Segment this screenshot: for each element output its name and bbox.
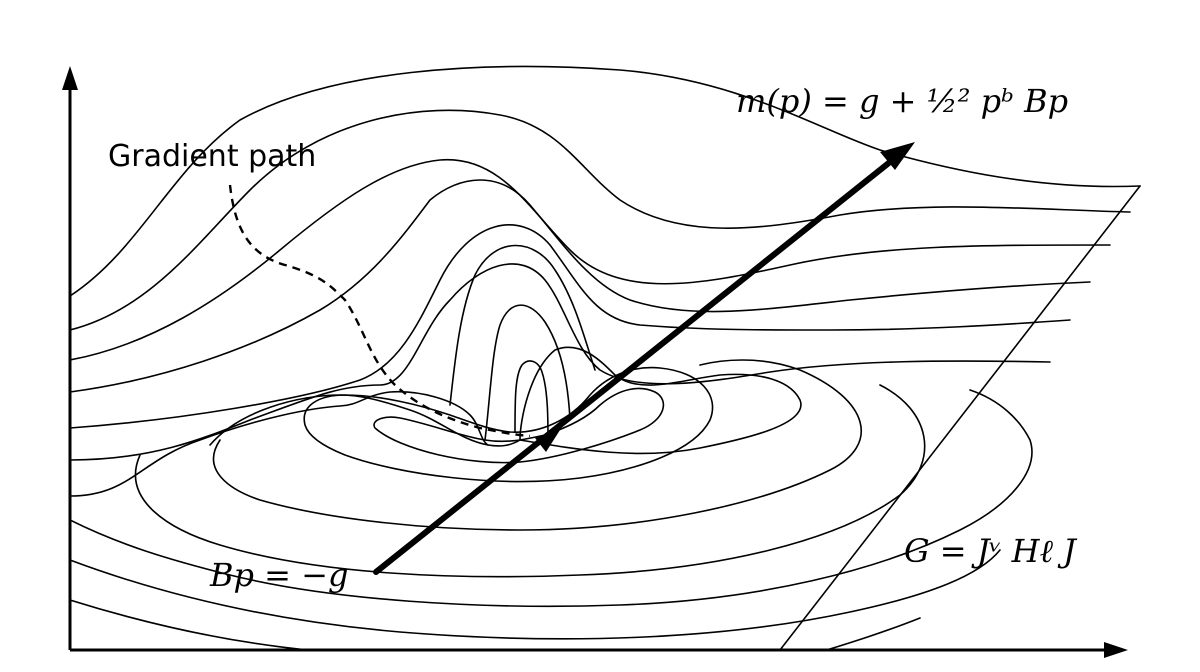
- contour-line-1: [70, 65, 1141, 297]
- contour-line-9: [209, 394, 521, 447]
- contour-line-14: [70, 599, 331, 650]
- contour-line-10: [212, 359, 863, 531]
- x-axis-arrowhead: [1104, 642, 1128, 658]
- peak-loop-outer: [449, 244, 596, 406]
- contour-line-8: [519, 346, 802, 455]
- contour-line-5: [70, 224, 1071, 429]
- contour-line-3: [70, 159, 1111, 361]
- gradient-path-label: Gradient path: [108, 139, 316, 174]
- newton-equation-label: Bp = −g: [209, 556, 348, 594]
- contour-line-2: [70, 109, 1131, 331]
- model-equation-label: m(p) = g + ½² pᵇ Bp: [736, 82, 1068, 120]
- step-arrowhead-mid: [535, 430, 560, 452]
- contour-inner-1: [373, 387, 665, 464]
- plane-edge: [779, 185, 1141, 651]
- contour-line-15: [819, 617, 921, 650]
- contour-inner-2: [303, 366, 714, 483]
- y-axis-arrowhead: [62, 66, 78, 90]
- contour-line-13: [70, 549, 1001, 640]
- gradient-path-dashed: [228, 184, 531, 438]
- contour-line-4: [70, 179, 1091, 393]
- step-arrowhead-end: [880, 142, 915, 170]
- step-arrow-shaft: [373, 155, 898, 575]
- peak-loop-mid: [484, 304, 571, 441]
- contour-line-11: [134, 384, 926, 578]
- contour-line-6: [70, 263, 1051, 461]
- contour-line-12: [70, 389, 1033, 608]
- contour-line-7: [70, 390, 489, 497]
- peak-loop-inner: [514, 360, 549, 441]
- gauss-newton-equation-label: G = Jᵛ Hℓ J: [904, 532, 1078, 570]
